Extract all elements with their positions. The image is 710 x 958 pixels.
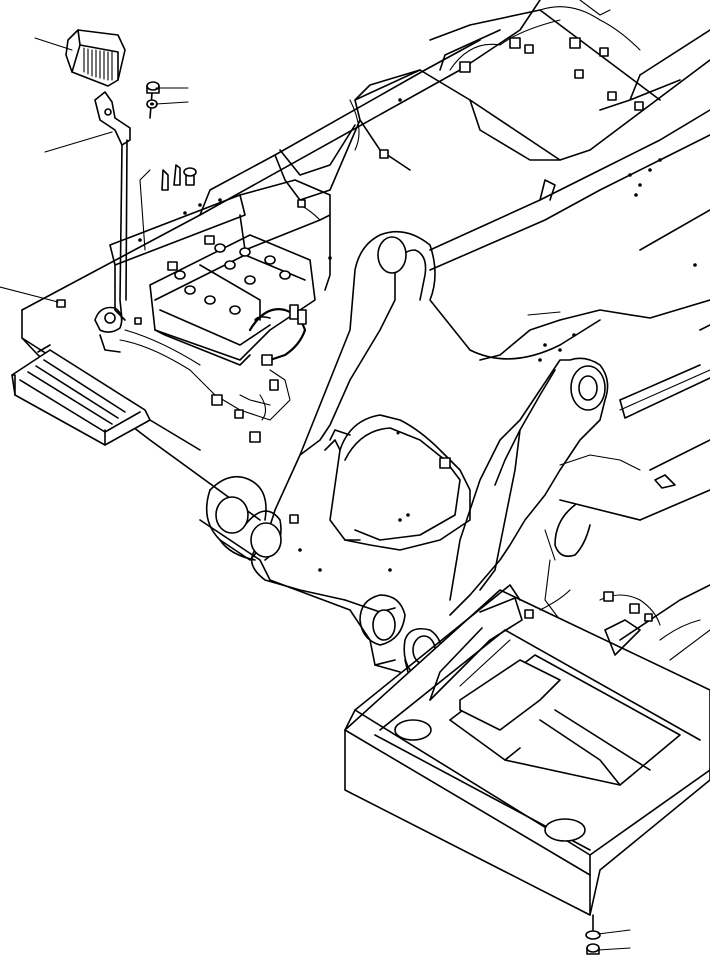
leader-line-bottom-bolt xyxy=(597,929,631,935)
battery-cable-connector xyxy=(119,199,321,443)
leader-line-lamp-bracket xyxy=(44,131,113,153)
leader-lines xyxy=(0,37,631,951)
leader-line-bottom-washer xyxy=(597,947,631,951)
counterweight-frame xyxy=(344,584,710,916)
revolving-frame xyxy=(21,0,710,666)
leader-line-work-lamp xyxy=(34,37,73,51)
entry-step xyxy=(11,344,151,446)
harness-clamp xyxy=(56,299,142,353)
rear-harness xyxy=(599,591,710,661)
leader-line-harness-clamp xyxy=(0,286,59,303)
upper-harness-compartment xyxy=(349,0,661,159)
work-lamp xyxy=(65,29,126,87)
batteries xyxy=(174,243,291,315)
boom-foot-bracket xyxy=(205,230,676,691)
bracket-bolts xyxy=(139,164,197,251)
bottom-washer xyxy=(586,943,600,955)
lamp-bracket xyxy=(94,91,131,321)
leader-line-lamp-washer xyxy=(155,101,189,105)
bottom-bolt xyxy=(585,914,601,940)
